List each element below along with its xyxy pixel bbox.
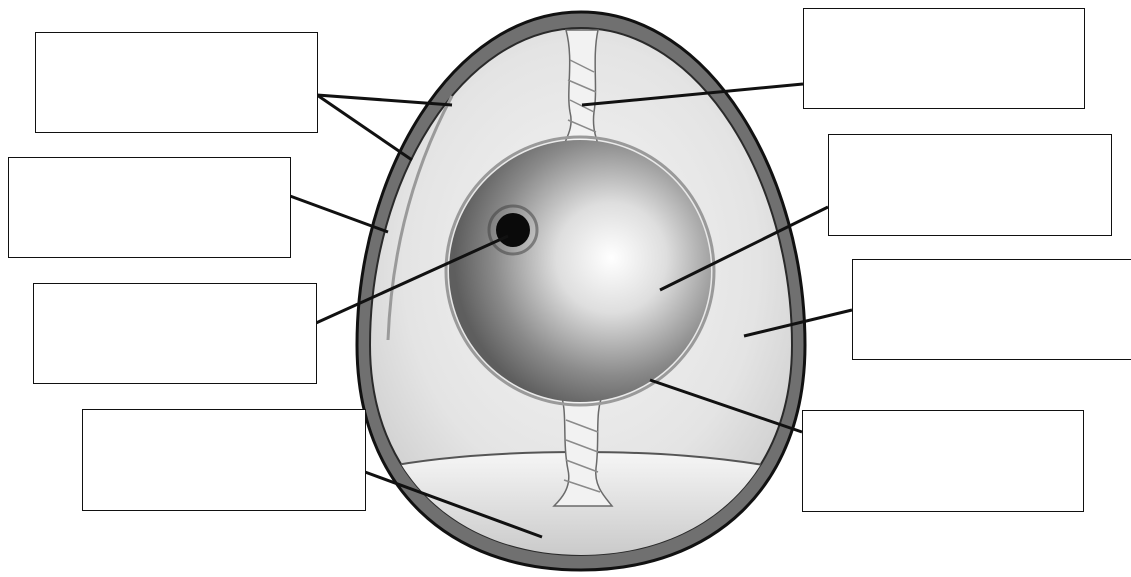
leader-line-membrane-inner bbox=[290, 196, 388, 232]
germinal-disc bbox=[496, 213, 530, 247]
label-box-lower-right[interactable] bbox=[802, 410, 1084, 512]
label-box-top-right[interactable] bbox=[803, 8, 1085, 109]
label-box-upper-right[interactable] bbox=[828, 134, 1112, 236]
label-box-mid-right[interactable] bbox=[852, 259, 1131, 360]
label-box-lower-left[interactable] bbox=[33, 283, 317, 384]
label-box-bottom-left[interactable] bbox=[82, 409, 366, 511]
leader-line-membrane-outer bbox=[317, 95, 412, 160]
label-box-top-left[interactable] bbox=[35, 32, 318, 133]
label-box-mid-left[interactable] bbox=[8, 157, 291, 258]
yolk bbox=[449, 140, 711, 402]
